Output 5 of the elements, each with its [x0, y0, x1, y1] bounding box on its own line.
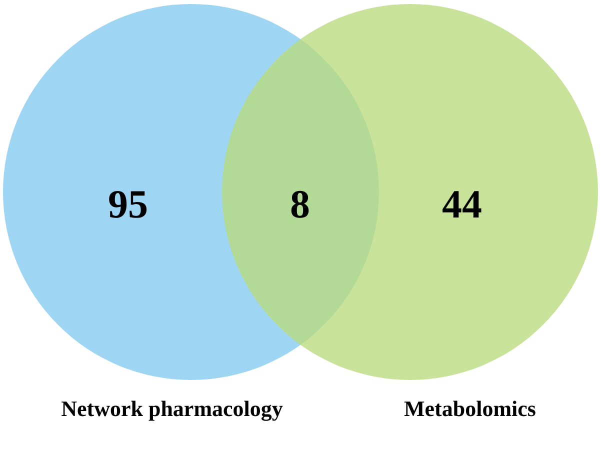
overlap-count: 8	[290, 180, 310, 228]
count-label: 44	[442, 180, 482, 228]
count-label: 95	[108, 180, 148, 228]
set-name: Metabolomics	[404, 396, 536, 422]
set-name: Network pharmacology	[61, 396, 283, 422]
